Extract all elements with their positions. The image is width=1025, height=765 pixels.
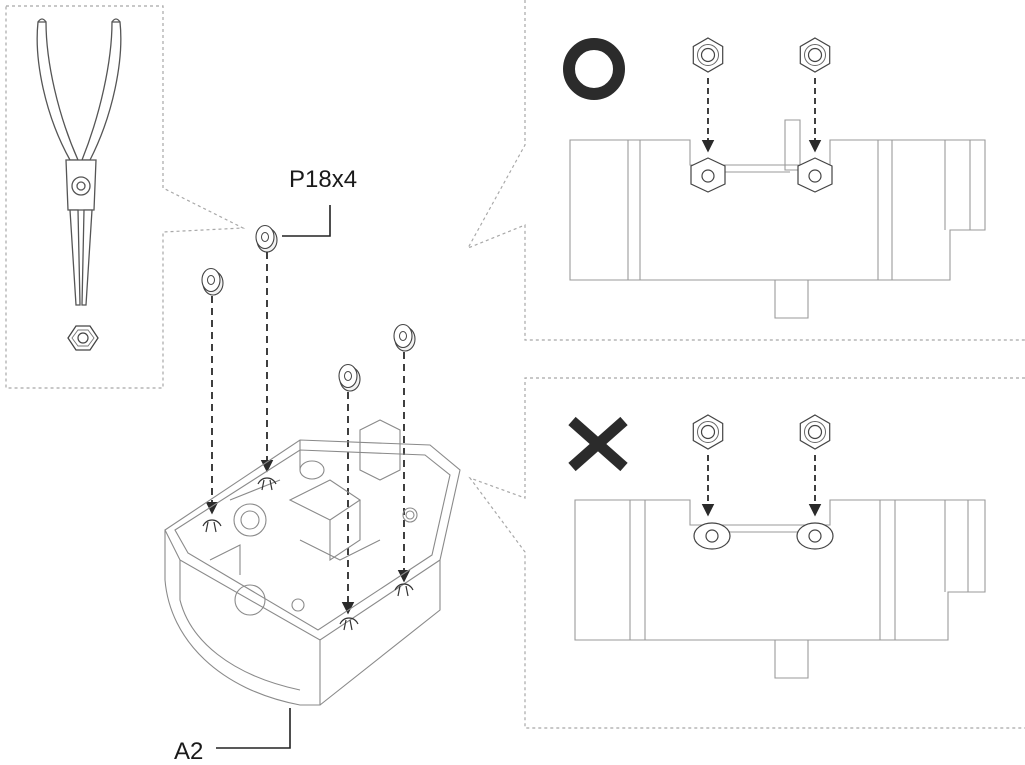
hex-nut-icon bbox=[67, 325, 99, 351]
nut-icon bbox=[338, 363, 361, 392]
pliers-icon bbox=[36, 18, 122, 306]
hex-nut-icon bbox=[799, 414, 831, 450]
misplaced-nut-icon bbox=[693, 522, 834, 550]
cross-icon bbox=[568, 416, 628, 472]
hex-nut-icon bbox=[692, 414, 724, 450]
assembly-code-label: A2 bbox=[174, 738, 204, 765]
check-circle-icon bbox=[563, 38, 625, 100]
incorrect-panel bbox=[468, 377, 1025, 729]
hex-nut-icon bbox=[799, 37, 831, 73]
nut-seat-marks bbox=[202, 477, 414, 631]
housing-a2 bbox=[164, 419, 461, 706]
section-view-incorrect bbox=[574, 499, 986, 679]
nut-drop-group bbox=[201, 224, 416, 615]
nut-icon bbox=[393, 323, 416, 352]
hex-nut-icon bbox=[692, 37, 724, 73]
nut-icon bbox=[255, 224, 278, 253]
tool-callout bbox=[5, 5, 246, 389]
assembly-label-leader bbox=[216, 708, 291, 749]
section-view-correct bbox=[569, 119, 986, 319]
part-label-leader bbox=[282, 205, 331, 237]
correct-panel bbox=[466, 0, 1025, 341]
nut-icon bbox=[201, 267, 224, 296]
seated-nut-icon bbox=[690, 157, 833, 193]
part-code-label: P18x4 bbox=[289, 166, 358, 193]
